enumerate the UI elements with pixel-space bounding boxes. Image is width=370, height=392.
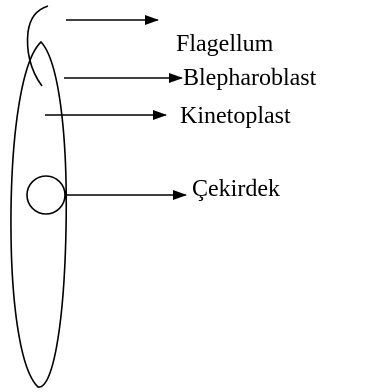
nucleus-label: Çekirdek xyxy=(192,176,280,202)
kinetoplast-label: Kinetoplast xyxy=(180,103,291,129)
nucleus-circle xyxy=(27,176,65,214)
cell-body-outline xyxy=(11,42,66,387)
blepharoblast-label: Blepharoblast xyxy=(183,65,317,91)
flagellum-label: Flagellum xyxy=(176,31,274,57)
